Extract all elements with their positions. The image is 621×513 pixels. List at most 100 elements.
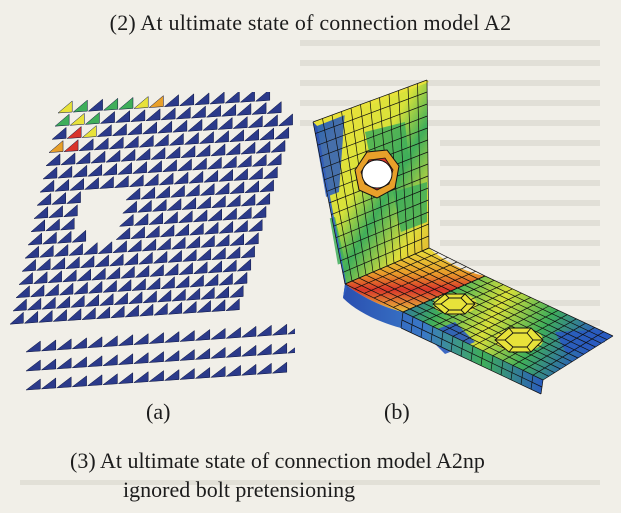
mesh-triangle — [256, 362, 272, 375]
mesh-triangle — [244, 232, 259, 246]
mesh-triangle — [102, 279, 117, 293]
mesh-triangle — [206, 156, 222, 170]
mesh-triangle — [52, 308, 67, 322]
mesh-triangle — [40, 339, 57, 352]
mesh-triangle — [96, 124, 112, 138]
mesh-triangle — [81, 125, 97, 138]
mesh-triangle — [178, 262, 193, 276]
mesh-triangle — [203, 221, 219, 235]
mesh-triangle — [98, 176, 114, 189]
mesh-triangle — [221, 155, 237, 169]
mesh-triangle — [210, 143, 226, 157]
mesh-triangle — [23, 310, 39, 324]
mesh-triangle — [194, 366, 211, 379]
mesh-triangle — [165, 146, 181, 159]
mesh-triangle — [247, 218, 263, 232]
mesh-triangle — [55, 357, 72, 370]
mesh-triangle — [207, 208, 222, 222]
mesh-triangle — [187, 118, 203, 132]
mesh-triangle — [75, 151, 91, 165]
mesh-triangle — [236, 102, 252, 116]
mesh-triangle — [177, 210, 193, 224]
mesh-triangle — [32, 271, 48, 285]
mesh-triangle — [194, 347, 211, 360]
mesh-triangle — [198, 131, 214, 144]
mesh-triangle — [188, 170, 204, 184]
mesh-triangle — [240, 141, 256, 155]
mesh-triangle — [213, 130, 229, 144]
mesh-triangle — [153, 302, 168, 316]
mesh-triangle — [232, 167, 248, 181]
mesh-triangle — [256, 343, 272, 356]
mesh-triangle — [225, 194, 241, 208]
mesh-triangle — [123, 135, 139, 149]
mesh-triangle — [113, 292, 128, 306]
mesh-triangle — [143, 173, 159, 187]
mesh-triangle — [255, 140, 271, 154]
mesh-triangle — [102, 354, 118, 367]
mesh-triangle — [277, 113, 293, 127]
mesh-triangle — [148, 212, 163, 225]
mesh-triangle — [163, 211, 178, 225]
mesh-triangle — [111, 123, 127, 137]
mesh-triangle — [225, 345, 241, 358]
mesh-triangle — [233, 219, 248, 233]
mesh-triangle — [117, 334, 134, 347]
mesh-triangle — [105, 149, 121, 163]
mesh-triangle — [51, 191, 66, 205]
mesh-triangle — [61, 269, 77, 283]
mesh-triangle — [259, 179, 274, 193]
mesh-triangle — [251, 101, 267, 115]
mesh-triangle — [55, 295, 71, 309]
mesh-triangle — [134, 264, 150, 278]
mesh-triangle — [225, 364, 241, 377]
mesh-triangle — [131, 161, 147, 174]
mesh-triangle — [102, 162, 117, 176]
mesh-triangle — [102, 335, 118, 348]
mesh-triangle — [35, 257, 51, 271]
mesh-triangle — [120, 148, 136, 162]
mesh-triangle — [55, 338, 72, 351]
figure-caption-bottom: (3) At ultimate state of connection mode… — [70, 446, 485, 504]
mesh-triangle — [78, 138, 94, 152]
mesh-triangle — [95, 306, 111, 320]
mesh-triangle — [115, 227, 131, 240]
mesh-triangle — [114, 110, 130, 123]
mesh-triangle — [10, 311, 24, 325]
mesh-triangle — [51, 126, 67, 140]
mesh-triangle — [72, 99, 88, 113]
mesh-triangle — [116, 278, 132, 292]
mesh-triangle — [183, 131, 199, 145]
mesh-triangle — [202, 117, 218, 131]
mesh-triangle — [79, 255, 95, 269]
mesh-triangle — [211, 247, 226, 261]
mesh-triangle — [48, 205, 63, 219]
mesh-triangle — [209, 92, 225, 105]
mesh-triangle — [286, 328, 295, 335]
mesh-triangle — [140, 186, 156, 200]
mesh-triangle — [169, 184, 185, 198]
mesh-triangle — [83, 176, 99, 190]
mesh-triangle — [41, 231, 57, 245]
mesh-triangle — [262, 166, 278, 180]
mesh-triangle — [163, 94, 179, 108]
mesh-triangle — [132, 352, 149, 364]
mesh-triangle — [152, 250, 168, 264]
mesh-triangle — [232, 116, 248, 129]
mesh-triangle — [68, 242, 83, 256]
mesh-triangle — [86, 355, 103, 368]
mesh-triangle — [236, 206, 252, 220]
mesh-triangle — [124, 304, 139, 318]
mesh-triangle — [158, 172, 174, 186]
figure-b-label: (b) — [384, 399, 410, 424]
mesh-triangle — [105, 266, 121, 280]
mesh-triangle — [91, 267, 106, 281]
mesh-triangle — [62, 204, 78, 218]
mesh-triangle — [94, 254, 109, 268]
mesh-triangle — [174, 275, 190, 289]
mesh-triangle — [262, 114, 278, 128]
mesh-triangle — [255, 192, 271, 206]
figure-b-contour — [312, 79, 614, 395]
caption-bottom-line2: ignored bolt pretensioning — [123, 477, 356, 502]
mesh-triangle — [136, 199, 152, 213]
